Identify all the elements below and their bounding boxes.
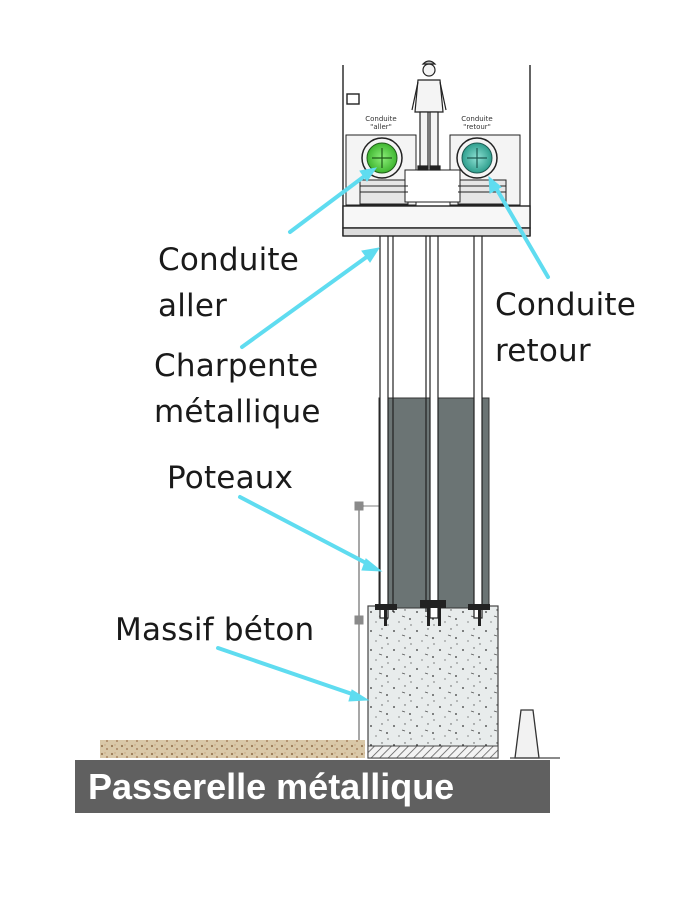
post-base-plates [375,600,490,626]
ground-gravel [100,740,365,758]
arrows [216,167,550,702]
arrow-charpente-head [361,247,381,263]
pipe-aller [361,137,403,179]
arrow-poteaux [238,495,370,566]
label-conduite-retour: Conduite retour [495,287,637,369]
caption-bar: Passerelle métallique [75,760,550,813]
pipe-tag-aller-line1: Conduite [365,115,396,123]
label-poteaux: Poteaux [167,460,294,496]
caption-title: Passerelle métallique [88,766,455,807]
steel-posts [379,233,483,619]
pipe-tag-aller-line2: "aller" [370,123,392,131]
gallery-platform [342,65,531,237]
label-charpente-metallique: Charpente métallique [154,348,321,430]
arrow-massif-head [348,689,370,702]
label-conduite-aller: Conduite aller [158,242,300,324]
pipe-tag-retour-line1: Conduite [461,115,492,123]
arrow-poteaux-head [361,558,383,572]
arrow-conduite-aller [288,173,368,234]
arrow-conduite-retour [494,186,550,279]
concrete-foundation [367,605,499,759]
arrow-massif [216,646,357,697]
worker-icon [411,60,447,171]
pipe-tag-retour-line2: "retour" [463,123,491,131]
road-barrier [514,709,540,759]
label-massif-beton: Massif béton [115,612,315,648]
arrow-conduite-aller-head [359,167,378,182]
arrow-charpente [240,254,370,349]
arrow-conduite-retour-head [488,175,502,194]
pipe-retour [456,137,498,179]
